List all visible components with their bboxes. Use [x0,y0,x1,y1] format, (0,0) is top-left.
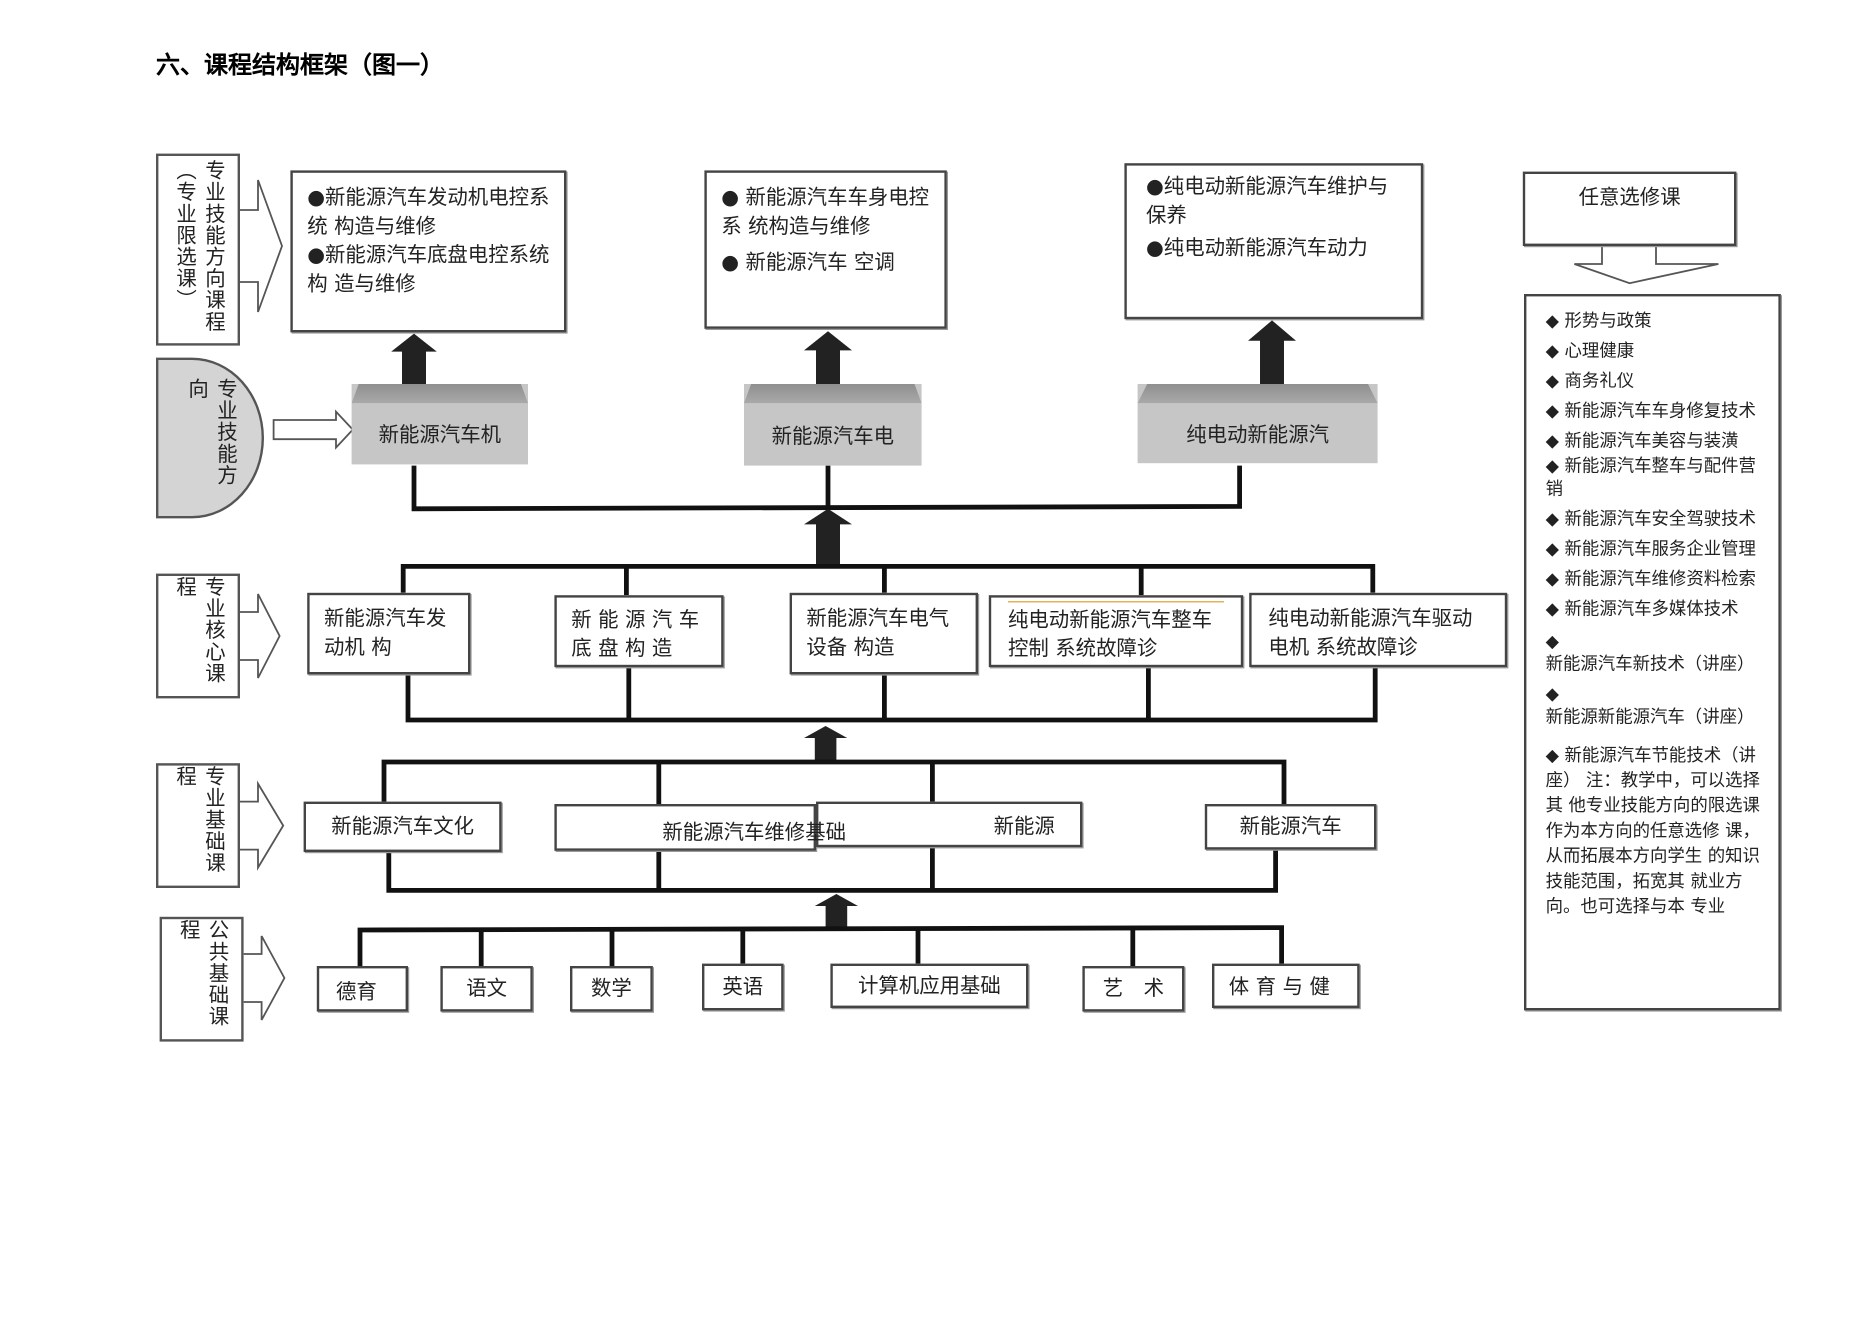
course-line: ●纯电动新能源汽车动力 [1146,236,1368,261]
direction-engine: 新能源汽车机 [351,384,528,465]
label-core-courses: 专业核心课程 [156,573,241,699]
elective-item: ◆ 新能源汽车多媒体技术 [1545,600,1739,620]
elective-item: ◆ 商务礼仪 [1545,372,1635,392]
hollow-down-arrow-icon [1574,246,1719,285]
course-line: ●纯电动新能源汽车维护与保养 [1146,175,1389,229]
up-arrow-icon [1248,320,1296,384]
public-course: 英语 [702,963,784,1011]
public-course: 数学 [570,966,653,1012]
direction-box-engine: ●新能源汽车发动机电控系统 构造与维修 ●新能源汽车底盘电控系统构 造与维修 [290,170,567,333]
public-course: 体 育 与 健 [1212,963,1360,1009]
highlight-line [1008,601,1224,603]
basic-course: 新能源汽车 [1204,804,1377,850]
course-line: ●新能源汽车发动机电控系统 构造与维修 [307,186,550,239]
course-line: ● 新能源汽车车身电控系 统构造与维修 [721,186,930,239]
hollow-arrow-icon [240,593,281,679]
core-course: 新能源汽车发动机 构 [307,592,471,675]
label-skill-direction-courses: 专业技能方向课程（专业限选课） [156,153,241,346]
hollow-arrow-icon [272,409,355,450]
elective-item: ◆ 新能源汽车节能技术（讲座） 注：教学中，可以选择其 他专业技能方向的限选课 … [1545,746,1760,917]
hollow-arrow-icon [243,935,286,1021]
public-course: 语文 [440,966,533,1012]
label-public-courses: 公共基础课程 [159,916,244,1042]
label-basic-courses: 专业基础课程 [156,763,241,889]
elective-item: ◆ 新能源汽车安全驾驶技术 [1545,510,1756,530]
up-arrow-icon [814,894,859,931]
core-course: 新能源汽车电气设备 构造 [789,592,979,675]
core-course: 纯电动新能源汽车整车控制 系统故障诊 [988,595,1244,668]
elective-item: ◆ 新能源汽车新技术（讲座） [1545,632,1755,675]
basic-course-box [554,804,817,851]
direction-box-electrical: ● 新能源汽车车身电控系 统构造与维修 ● 新能源汽车 空调 [704,170,947,329]
hollow-arrow-icon [240,780,285,871]
elective-item: ◆ 形势与政策 [1545,312,1652,332]
elective-item: ◆ 新能源新能源汽车（讲座） [1545,685,1755,728]
course-line: ● 新能源汽车 空调 [721,250,895,275]
page-title: 六、课程结构框架（图一） [156,50,445,80]
electives-header: 任意选修课 [1522,171,1737,247]
core-course: 新 能 源 汽 车 底 盘 构 造 [554,595,724,668]
public-course: 德育 [316,966,409,1012]
elective-item: ◆ 新能源汽车车身修复技术 [1545,402,1756,422]
direction-box-pure-electric: ●纯电动新能源汽车维护与保养 ●纯电动新能源汽车动力 [1124,163,1424,320]
elective-item: ◆ 新能源汽车维修资料检索 [1545,570,1756,590]
elective-item: ◆ 新能源汽车美容与装潢 [1545,432,1739,452]
electives-list: ◆ 形势与政策 ◆ 心理健康 ◆ 商务礼仪 ◆ 新能源汽车车身修复技术 ◆ 新能… [1524,294,1781,1011]
elective-item: ◆ 新能源汽车整车与配件营销 [1545,457,1756,500]
elective-item: ◆ 新能源汽车服务企业管理 [1545,540,1756,560]
hollow-arrow-icon [240,179,283,313]
course-line: ●新能源汽车底盘电控系统构 造与维修 [307,243,550,297]
direction-electrical: 新能源汽车电 [744,384,922,466]
direction-pure-electric: 纯电动新能源汽 [1137,384,1378,464]
up-arrow-icon [391,333,437,384]
core-course: 纯电动新能源汽车驱动电机 系统故障诊 [1249,592,1508,668]
basic-course: 新能源汽车维修基础 [662,820,847,845]
public-course: 艺 术 [1082,966,1185,1012]
elective-item: ◆ 心理健康 [1545,342,1635,362]
basic-course: 新能源 [816,801,1083,848]
up-arrow-icon [804,331,853,384]
basic-course: 新能源汽车文化 [303,801,502,853]
elective-note: 注：教学中，可以选择其 他专业技能方向的限选课 作为本方向的任意选修 课，从而拓… [1545,771,1760,917]
up-arrow-icon [804,508,853,564]
up-arrow-icon [804,726,848,762]
public-course: 计算机应用基础 [830,963,1029,1009]
